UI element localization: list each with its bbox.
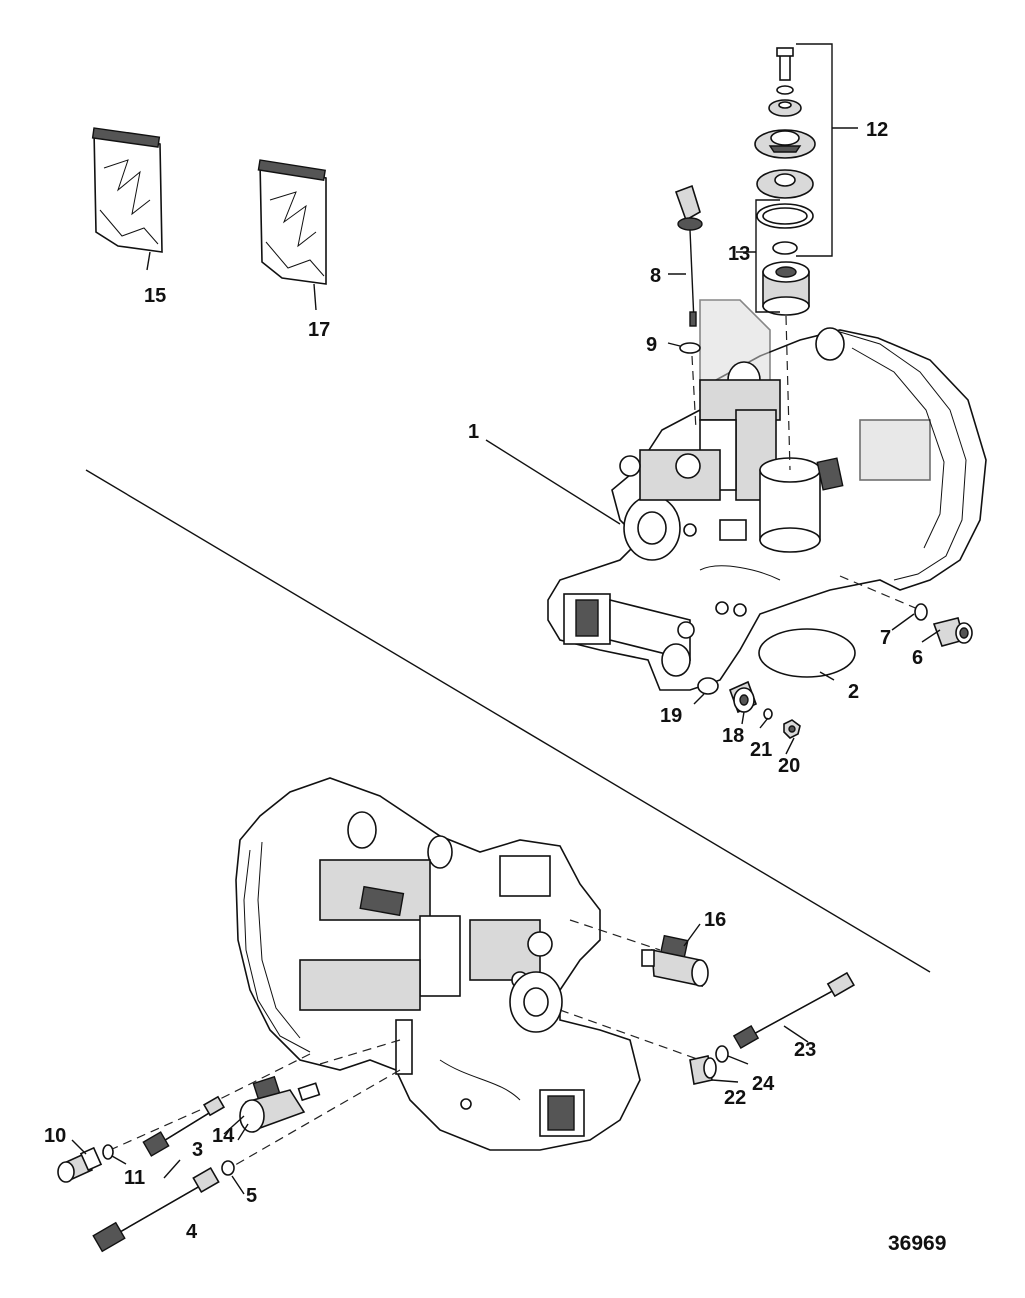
- callout-24: 24: [752, 1073, 775, 1095]
- part-12-cap-assembly[interactable]: [754, 47, 816, 199]
- leader-lines: [71, 251, 941, 1195]
- callout-7: 7: [880, 627, 891, 649]
- part-9-o-ring[interactable]: [679, 342, 701, 354]
- callout-8: 8: [650, 265, 661, 287]
- part-5-o-ring[interactable]: [221, 1160, 235, 1176]
- view-separator-line: [85, 469, 931, 973]
- part-20-nut[interactable]: [783, 719, 801, 739]
- part-24-o-ring[interactable]: [715, 1045, 729, 1063]
- callout-10: 10: [44, 1125, 66, 1147]
- callout-19: 19: [660, 705, 682, 727]
- figure-id: 36969: [888, 1232, 946, 1255]
- assembly-line-22-24: [559, 1009, 701, 1061]
- part-4-sensor[interactable]: [92, 1166, 220, 1253]
- part-8-dipstick[interactable]: [674, 184, 703, 327]
- callout-23: 23: [794, 1039, 816, 1061]
- callout-4: 4: [186, 1221, 198, 1243]
- callout-17: 17: [308, 319, 330, 341]
- assembly-line-4-5: [229, 1069, 401, 1169]
- callout-20: 20: [778, 755, 800, 777]
- part-14-solenoid[interactable]: [239, 1075, 321, 1133]
- callout-18: 18: [722, 725, 744, 747]
- part-13-seal-bearing[interactable]: [756, 203, 814, 316]
- part-19-seal[interactable]: [697, 677, 719, 695]
- part-11-o-ring[interactable]: [102, 1144, 114, 1160]
- callout-15: 15: [144, 285, 166, 307]
- callout-16: 16: [704, 909, 726, 931]
- assembly-line-3: [209, 1053, 311, 1105]
- assembly-line-stack: [785, 315, 791, 471]
- callout-14: 14: [212, 1125, 235, 1147]
- part-10-plug[interactable]: [57, 1146, 103, 1183]
- callout-3: 3: [192, 1139, 203, 1161]
- lower-transmission-view: [235, 777, 641, 1151]
- part-2-o-ring[interactable]: [758, 628, 856, 678]
- callout-5: 5: [246, 1185, 257, 1207]
- callout-11: 11: [124, 1167, 145, 1189]
- assembly-line-10-11: [109, 1109, 201, 1151]
- callout-9: 9: [646, 334, 657, 356]
- part-21-o-ring[interactable]: [763, 708, 773, 720]
- assembly-line-16: [569, 919, 661, 951]
- part-6-sensor[interactable]: [932, 617, 973, 647]
- part-23-sensor-cable[interactable]: [732, 971, 855, 1050]
- part-7-washer[interactable]: [914, 603, 928, 621]
- callout-22: 22: [724, 1087, 746, 1109]
- callout-6: 6: [912, 647, 923, 669]
- bracket-12: [796, 43, 858, 257]
- callout-12: 12: [866, 119, 888, 141]
- part-16-solenoid[interactable]: [641, 934, 709, 988]
- callout-2: 2: [848, 681, 859, 703]
- callout-13: 13: [728, 243, 750, 265]
- part-18-bushing[interactable]: [728, 680, 758, 714]
- part-3-sensor[interactable]: [142, 1095, 226, 1157]
- callout-1: 1: [468, 421, 479, 443]
- callout-21: 21: [750, 739, 772, 761]
- part-17-oil-pouch[interactable]: [257, 159, 327, 285]
- part-15-oil-pouch[interactable]: [91, 127, 163, 253]
- bracket-13: [736, 199, 780, 313]
- part-1-transmission-assembly[interactable]: [547, 299, 987, 691]
- assembly-line-dipstick: [691, 355, 697, 431]
